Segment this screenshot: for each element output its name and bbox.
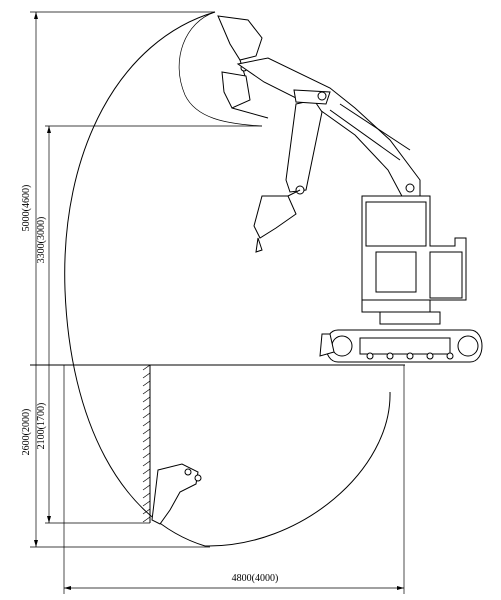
boom bbox=[236, 57, 421, 201]
arrow-wall bbox=[47, 516, 51, 523]
horizontal-dimension bbox=[63, 365, 405, 594]
max-reach-height-label: 5000(4600) bbox=[21, 185, 32, 232]
max-dig-reach-label: 4800(4000) bbox=[232, 573, 279, 584]
arrow-dump bbox=[47, 126, 51, 133]
mid-bucket-position bbox=[253, 189, 301, 253]
track-frame bbox=[359, 337, 451, 355]
dipper-arm bbox=[285, 99, 323, 193]
top-arm-bucket bbox=[221, 71, 251, 109]
outer-envelope-curve bbox=[64, 11, 216, 547]
max-dump-height-label: 3300(3000) bbox=[36, 217, 47, 264]
vertical-dimension-lines bbox=[34, 12, 51, 547]
arrow-right bbox=[397, 586, 404, 590]
mid-bucket bbox=[253, 195, 297, 239]
boom-arm-assembly bbox=[236, 57, 421, 201]
dozer-blade bbox=[319, 333, 335, 357]
arrow-top bbox=[34, 12, 38, 19]
arrow-bottom bbox=[34, 540, 38, 547]
operator-area bbox=[375, 251, 417, 293]
cab-window bbox=[365, 201, 427, 247]
reference-lines bbox=[30, 11, 405, 548]
bottom-bucket-position bbox=[151, 463, 202, 525]
working-envelope bbox=[64, 11, 391, 547]
idler-wheel bbox=[331, 335, 353, 357]
undercarriage bbox=[319, 329, 483, 363]
arrow-left bbox=[64, 586, 71, 590]
top-bucket bbox=[217, 15, 263, 61]
top-inner-curve bbox=[178, 11, 263, 127]
swing-base bbox=[379, 311, 441, 325]
max-wall-depth-label: 2100(1700) bbox=[36, 403, 47, 450]
max-dig-depth-label: 2600(2000) bbox=[21, 409, 32, 456]
bottom-envelope-curve bbox=[204, 391, 391, 547]
bottom-bucket bbox=[151, 463, 199, 525]
sprocket-wheel bbox=[457, 335, 479, 357]
excavator-body bbox=[361, 195, 467, 325]
trench-wall bbox=[142, 364, 151, 523]
engine-cover bbox=[429, 251, 463, 299]
